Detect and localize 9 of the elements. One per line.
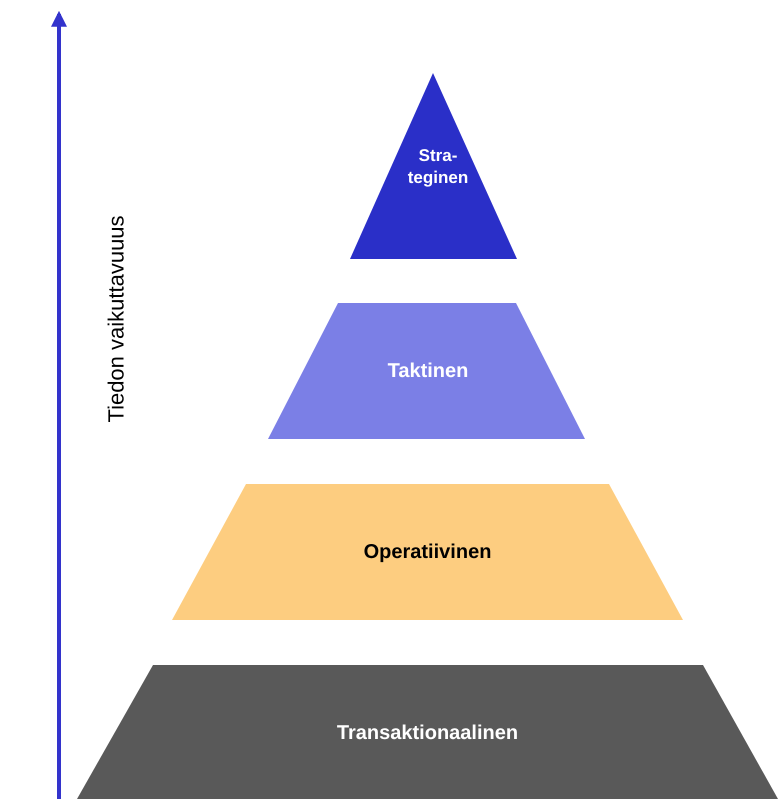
level-label: Stra- teginen: [406, 144, 470, 189]
pyramid-level: [77, 665, 778, 799]
axis-label: Tiedon vaikuttavuuus: [104, 216, 130, 423]
pyramid-level: [268, 303, 585, 439]
level-label: Operatiivinen: [362, 540, 492, 565]
pyramid-level: [350, 73, 517, 259]
level-label: Taktinen: [386, 359, 470, 384]
pyramid-level: [172, 484, 683, 620]
level-label: Transaktionaalinen: [336, 721, 520, 746]
